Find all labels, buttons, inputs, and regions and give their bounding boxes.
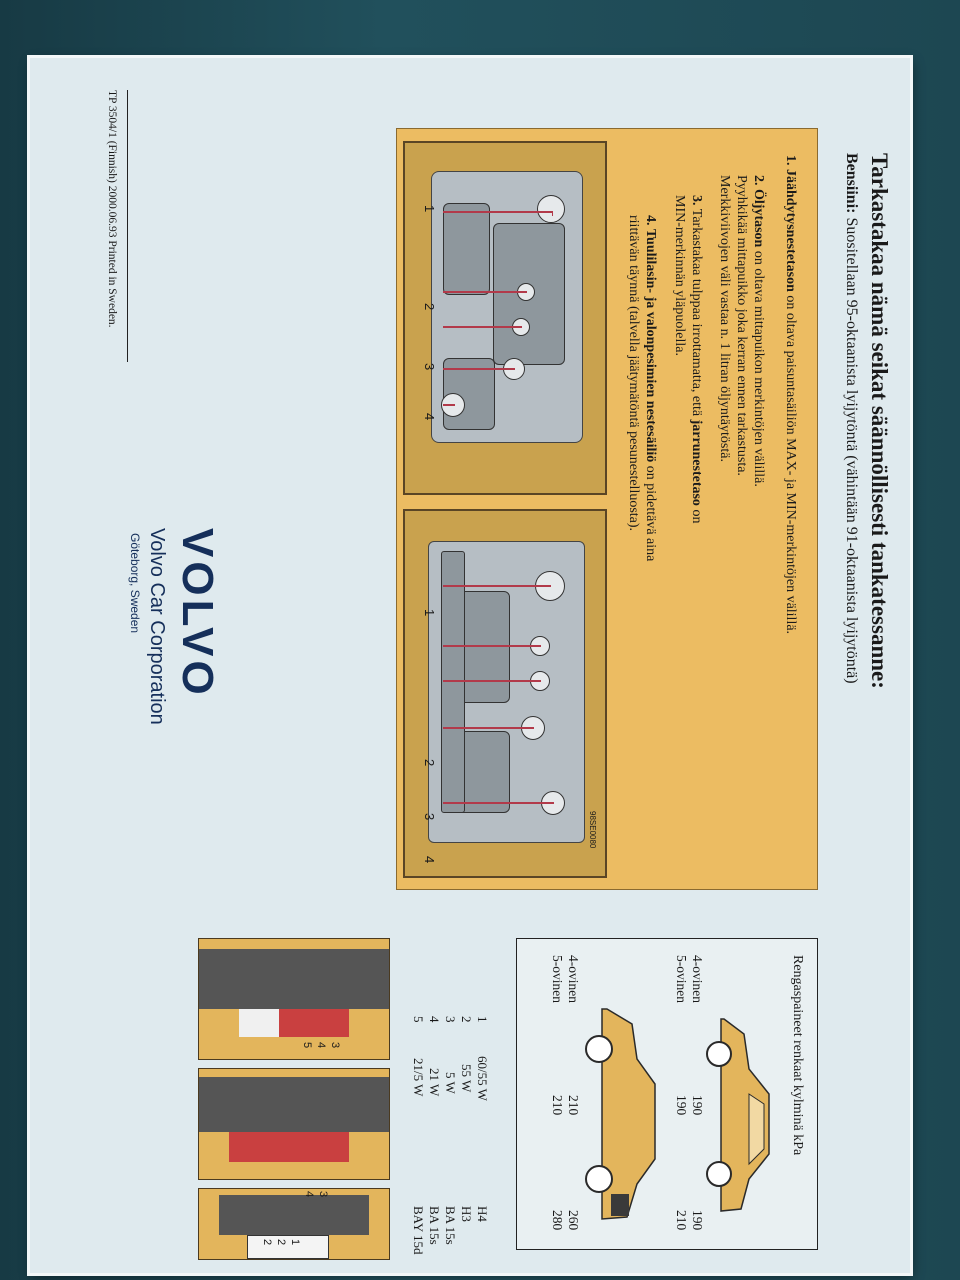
callout-line-2b xyxy=(443,680,541,682)
tail-lamp xyxy=(279,1009,349,1037)
callout-1: 1 xyxy=(422,205,437,213)
step-keyword: jarrunestetaso xyxy=(689,419,704,506)
lamp-label: 2 xyxy=(275,1239,287,1246)
callout-line-2a xyxy=(443,291,527,293)
callout-line-2b xyxy=(443,326,522,328)
volvo-logo: VOLVO xyxy=(173,528,222,699)
rear-light-illustration: 3 4 5 xyxy=(198,938,390,1060)
step-text: on pidettävä aina xyxy=(643,462,658,562)
callout-line-2a xyxy=(443,645,541,647)
page-title: Tarkastakaa nämä seikat säännöllisesti t… xyxy=(867,153,892,689)
step-text-line: Merkkiviivojen väli vastaa n. 1 litran ö… xyxy=(717,175,732,462)
corporation-name: Volvo Car Corporation xyxy=(146,528,168,725)
radiator xyxy=(441,551,465,813)
step-text: Tarkastakaa tulppaa irrottamatta, että xyxy=(689,208,704,420)
callout-line-4 xyxy=(443,802,554,804)
callout-3: 3 xyxy=(422,363,437,371)
step-keyword: Jäähdytysnestetason xyxy=(783,169,798,292)
step-text-line: Pyyhkikää mittapuikko jokа kerran ennen … xyxy=(734,175,749,476)
step-number: 1. xyxy=(783,155,798,166)
step-1: 1. Jäähdytysnestetason on oltava paisunt… xyxy=(782,155,799,634)
callout-4: 4 xyxy=(422,856,437,864)
document-id: TP 3504/1 (Finnish) 2000.06.93 Printed i… xyxy=(106,90,118,328)
step-text-line: MIN-merkinnän yläpuolella. xyxy=(672,195,687,356)
step-text: on xyxy=(689,505,704,524)
step-text: on oltava paisuntasäiliön MAX- ja MIN-me… xyxy=(783,291,798,635)
reverse-lamp xyxy=(239,1009,279,1037)
callout-line-1-v xyxy=(443,211,553,213)
lamp-label: 2 xyxy=(261,1239,273,1246)
lamp-label: 1 xyxy=(289,1239,301,1246)
callout-line-1 xyxy=(443,585,551,587)
footer-rule xyxy=(127,90,128,362)
lamp-label: 4 xyxy=(315,1042,327,1049)
fuel-recommendation: Bensiini: Suositellaan 95-oktaanista lyi… xyxy=(842,153,860,684)
engine-diagram-a: 1 2 3 4 xyxy=(403,141,607,495)
rear-bumper xyxy=(199,949,389,1009)
step-text: on oltava mittapuikon merkintöjen välill… xyxy=(751,247,766,487)
diagram-code: 98SE0080 xyxy=(588,811,597,849)
corporation-city: Göteborg, Sweden xyxy=(128,533,142,634)
step-4: 4. Tuulilasin- ja valonpesimien nestesäi… xyxy=(625,215,659,561)
lamp-label: 5 xyxy=(301,1042,313,1049)
front-light-illustration: 3 4 1 2 2 xyxy=(198,1188,390,1260)
tyre-pressure-box: Rengaspaineet renkaat kylminä kPa 4-ovin… xyxy=(516,938,818,1250)
step-2: 2. Öljytason on oltava mittapuikon merki… xyxy=(716,175,767,487)
tyre-pressure-title: Rengaspaineet renkaat kylminä kPa xyxy=(790,955,805,1156)
lamp-label: 4 xyxy=(303,1191,315,1198)
air-filter xyxy=(443,203,490,295)
front-bumper xyxy=(219,1195,369,1235)
rotated-page: Tarkastakaa nämä seikat säännöllisesti t… xyxy=(30,58,910,1273)
car-sedan-icon xyxy=(706,1018,770,1212)
step-number: 3. xyxy=(689,195,704,206)
booklet-cover: Tarkastakaa nämä seikat säännöllisesti t… xyxy=(30,58,910,1273)
step-number: 2. xyxy=(751,175,766,186)
callout-line-3 xyxy=(443,368,515,370)
step-number: 4. xyxy=(643,215,658,226)
coolant-tank xyxy=(537,195,565,223)
step-keyword: Tuulilasin- ja valonpesimien nestesäiliö xyxy=(643,229,658,463)
rear-bumper xyxy=(199,1077,389,1132)
callout-1: 1 xyxy=(422,609,437,617)
headlamp xyxy=(247,1235,329,1259)
lamp-label: 3 xyxy=(317,1191,329,1198)
engine-check-panel: 1. Jäähdytysnestetason on oltava paisunt… xyxy=(396,128,818,890)
lamp-label: 3 xyxy=(329,1042,341,1049)
step-keyword: Öljytason xyxy=(751,189,766,248)
engine-diagram-b: 1 2 3 4 98SE0080 xyxy=(403,509,607,878)
step-text-line: riittävän täynnä (talvella jäätymätöntä … xyxy=(626,215,641,532)
fuel-label: Bensiini: xyxy=(843,153,860,214)
callout-line-4 xyxy=(443,404,455,406)
callout-2: 2 xyxy=(422,759,437,767)
rear-light-illustration-b xyxy=(198,1068,390,1180)
tail-lamp xyxy=(229,1132,349,1162)
callout-3: 3 xyxy=(422,813,437,821)
callout-line-3 xyxy=(443,727,534,729)
callout-4: 4 xyxy=(422,413,437,421)
callout-2: 2 xyxy=(422,303,437,311)
car-loaded-icon xyxy=(585,1008,656,1220)
fuel-text: Suositellaan 95-oktaanista lyijytöntä (v… xyxy=(843,217,860,684)
step-3: 3. Tarkastakaa tulppaa irrottamatta, ett… xyxy=(671,195,705,523)
